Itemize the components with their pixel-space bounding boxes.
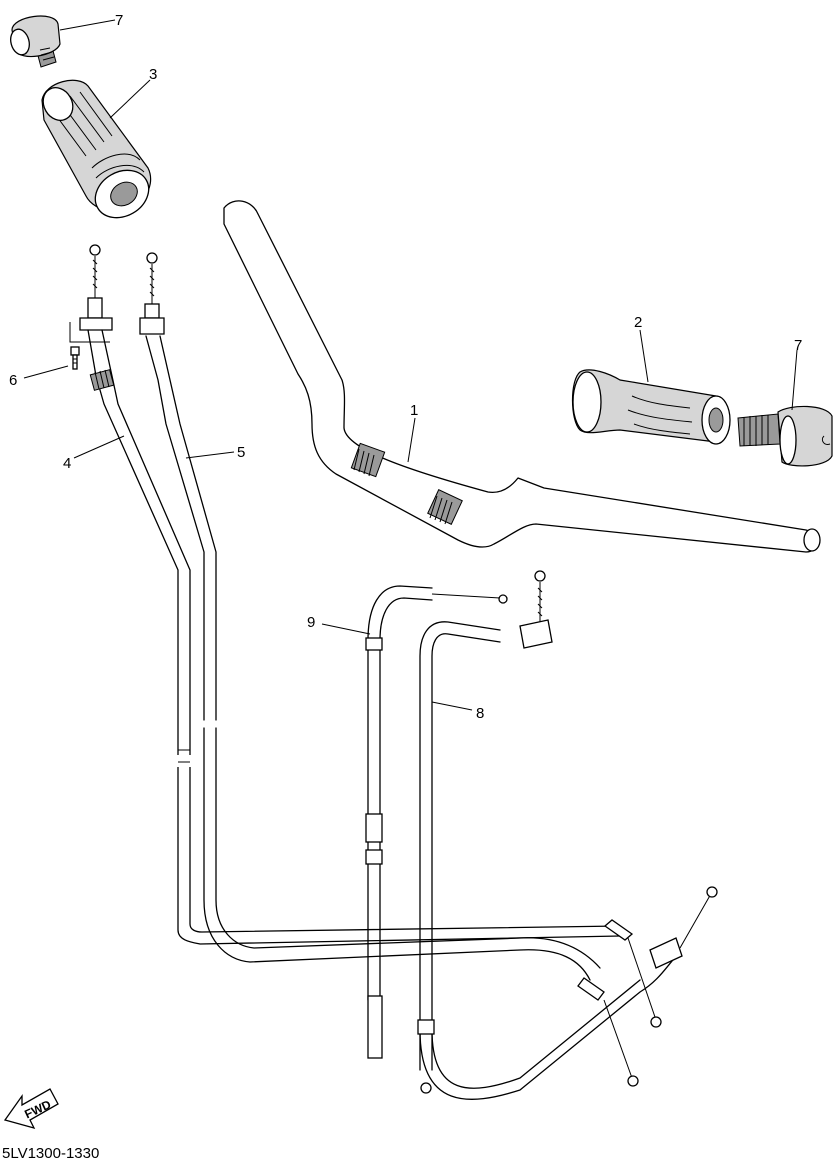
grip-end-right[interactable] <box>737 405 833 467</box>
callout-7-right: 7 <box>794 337 802 354</box>
cable-9[interactable] <box>365 585 508 1059</box>
callouts: 7 3 1 2 7 6 4 5 9 8 <box>9 12 802 722</box>
throttle-grip[interactable] <box>37 79 157 227</box>
grip-end-left[interactable] <box>8 15 61 68</box>
callout-4: 4 <box>63 455 71 472</box>
callout-9: 9 <box>307 614 315 631</box>
fwd-label: FWD <box>22 1097 53 1121</box>
diagram-code: 5LV1300-1330 <box>2 1145 99 1160</box>
callout-8: 8 <box>476 705 484 722</box>
throttle-cable-2[interactable] <box>139 252 639 1087</box>
callout-3: 3 <box>149 66 157 83</box>
callout-2: 2 <box>634 314 642 331</box>
fwd-arrow: FWD <box>3 1088 59 1130</box>
throttle-cable-1[interactable] <box>79 244 662 1028</box>
handlebar[interactable] <box>223 200 821 553</box>
screw[interactable] <box>69 322 110 370</box>
callout-6: 6 <box>9 372 17 389</box>
callout-1: 1 <box>410 402 418 419</box>
callout-5: 5 <box>237 444 245 461</box>
grip-right[interactable] <box>571 369 731 445</box>
cable-8[interactable] <box>419 570 718 1100</box>
callout-7-left: 7 <box>115 12 123 29</box>
